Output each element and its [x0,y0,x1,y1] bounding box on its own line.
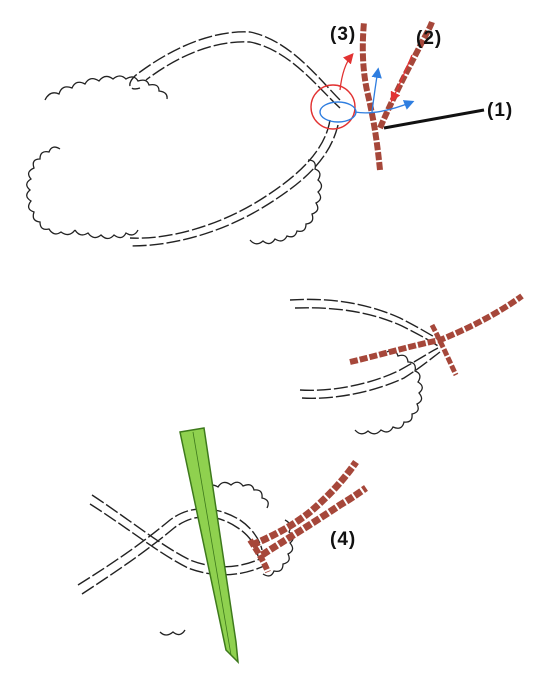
red-cord-bottom [250,460,359,549]
pointer-line-1 [383,108,485,130]
cord-bottom-b [77,508,263,586]
cord-bottom-b-inner [81,516,259,595]
label-step-4: (4) [330,529,356,550]
red-loop-circle [310,84,356,130]
red-cord-middle-cross [429,323,459,377]
cord-loop-top-inner [129,41,341,247]
cloud-outline-top [26,75,323,245]
cord-bottom-a [91,494,263,568]
cord-middle-upper [289,298,441,341]
red-cord-top-1 [359,21,383,171]
label-step-3: (3) [330,24,356,45]
red-cord-bottom-tail [247,538,271,574]
cord-middle-lower-inner [301,351,441,400]
arrow-blue-up [371,67,382,113]
cord-bottom-a-inner [89,503,265,576]
red-cord-middle [349,293,524,365]
label-step-2: (2) [416,28,442,49]
cord-loop-top [129,31,341,239]
arrow-red-down [390,54,413,103]
panel-middle [289,293,524,435]
arrow-blue [354,100,415,114]
cord-middle-lower [299,347,439,392]
panel-bottom: (4) [77,427,368,665]
arrow-red-up [339,53,354,91]
panel-top: (1) (2) (3) [26,20,513,247]
cloud-outline-bottom [159,481,294,636]
red-cord-top-2 [377,20,435,130]
cloud-outline-middle [354,349,423,435]
red-cord-bottom-2 [260,485,368,558]
blue-loop-circle [319,101,357,123]
green-stick [179,427,239,665]
green-stick-edge [192,431,232,656]
label-step-1: (1) [487,100,513,121]
